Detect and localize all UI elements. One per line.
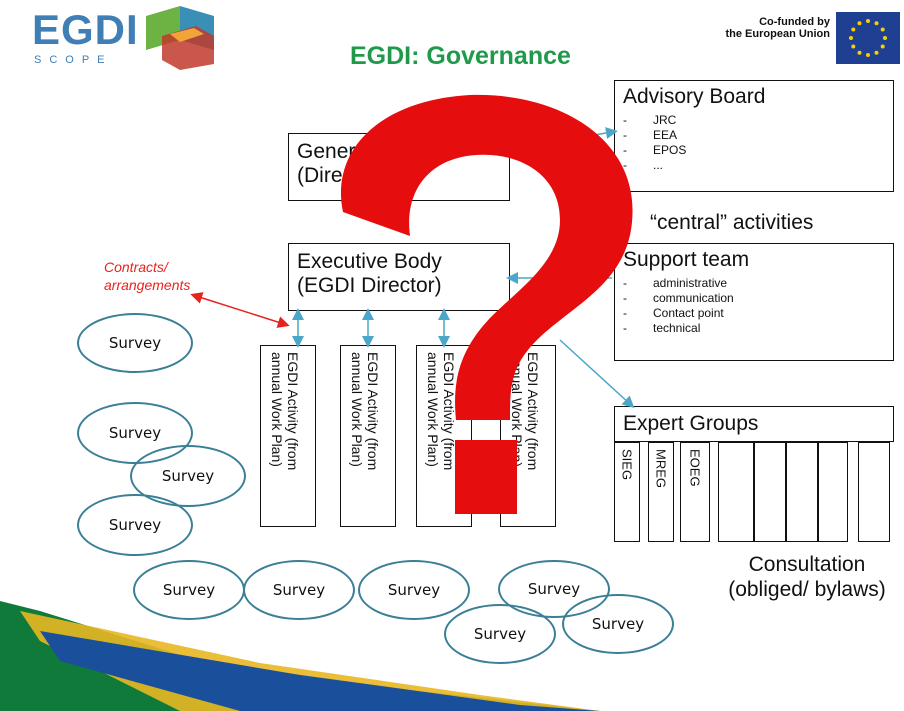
survey-ellipse: Survey [243, 560, 355, 620]
survey-ellipse: Survey [77, 494, 193, 556]
advisory-board-title: Advisory Board [623, 85, 766, 108]
expert-group-sieg: SIEG [614, 442, 640, 542]
expert-group-mreg: MREG [648, 442, 674, 542]
advisory-board-box: Advisory Board JRC EEA EPOS ... [614, 80, 894, 192]
logo-cube-icon [146, 6, 214, 70]
arrow-contracts [190, 292, 290, 328]
support-team-title: Support team [623, 248, 750, 271]
list-item: EEA [623, 128, 893, 143]
list-item: communication [623, 291, 893, 306]
survey-ellipse: Survey [77, 313, 193, 373]
activity-line2: annual Work Plan) [269, 352, 285, 467]
expert-group-empty [786, 442, 818, 542]
activity-line1: EGDI Activity (from [365, 352, 381, 471]
expert-groups-title: Expert Groups [623, 412, 759, 435]
executive-body-box: Executive Body (EGDI Director) [288, 243, 510, 311]
survey-ellipse: Survey [358, 560, 470, 620]
list-item: Contact point [623, 306, 893, 321]
activity-line2: annual Work Plan) [425, 352, 441, 467]
egdi-logo: EGDI SCOPE [32, 6, 222, 76]
central-activities-label: “central” activities [650, 211, 814, 234]
executive-body-line2: (EGDI Director) [297, 274, 442, 297]
list-item: JRC [623, 113, 893, 128]
eu-flag-icon [836, 12, 900, 64]
advisory-board-list: JRC EEA EPOS ... [615, 113, 893, 173]
survey-ellipse: Survey [498, 560, 610, 618]
logo-text: EGDI [32, 6, 139, 53]
survey-ellipse: Survey [444, 604, 556, 664]
activity-line1: EGDI Activity (from [441, 352, 457, 471]
expert-group-empty [858, 442, 890, 542]
list-item: ... [623, 158, 893, 173]
contracts-line1: Contracts/ [104, 259, 168, 275]
consultation-line1: Consultation [748, 553, 866, 576]
logo-subtext: SCOPE [34, 54, 113, 66]
contracts-line2: arrangements [104, 277, 191, 293]
expert-group-eoeg: EOEG [680, 442, 710, 542]
arrow-expert [559, 339, 635, 409]
expert-groups-header: Expert Groups [614, 406, 894, 442]
general-assembly-line2: (Direc [297, 164, 353, 187]
survey-ellipse: Survey [562, 594, 674, 654]
activity-line1: EGDI Activity (from [285, 352, 301, 471]
support-team-list: administrative communication Contact poi… [615, 276, 893, 336]
eu-text-line2: the European Union [725, 28, 831, 40]
activity-box-1: EGDI Activity (from annual Work Plan) [260, 345, 316, 527]
page-title: EGDI: Governance [350, 42, 571, 70]
expert-group-label: EOEG [687, 449, 703, 487]
decorative-swoosh [0, 601, 600, 711]
expert-group-label: MREG [653, 449, 669, 488]
eu-cofunding-text: Co-funded by the European Union [680, 16, 831, 40]
activity-box-3: EGDI Activity (from annual Work Plan) [416, 345, 472, 527]
consultation-line2: (obliged/ bylaws) [728, 578, 886, 601]
survey-ellipse: Survey [130, 445, 246, 507]
expert-group-empty [718, 442, 754, 542]
activity-box-2: EGDI Activity (from annual Work Plan) [340, 345, 396, 527]
list-item: EPOS [623, 143, 893, 158]
activity-line2: annual Work Plan) [509, 352, 525, 467]
consultation-label: Consultation (obliged/ bylaws) [712, 552, 902, 602]
support-team-box: Support team administrative communicatio… [614, 243, 894, 361]
list-item: administrative [623, 276, 893, 291]
eu-text-line1: Co-funded by [759, 16, 830, 28]
contracts-arrangements-label: Contracts/ arrangements [104, 258, 190, 294]
expert-group-empty [754, 442, 786, 542]
expert-group-label: SIEG [619, 449, 635, 481]
list-item: technical [623, 321, 893, 336]
executive-body-line1: Executive Body [297, 250, 442, 273]
activity-line2: annual Work Plan) [349, 352, 365, 467]
activity-line1: EGDI Activity (from [525, 352, 541, 471]
expert-group-empty [818, 442, 848, 542]
